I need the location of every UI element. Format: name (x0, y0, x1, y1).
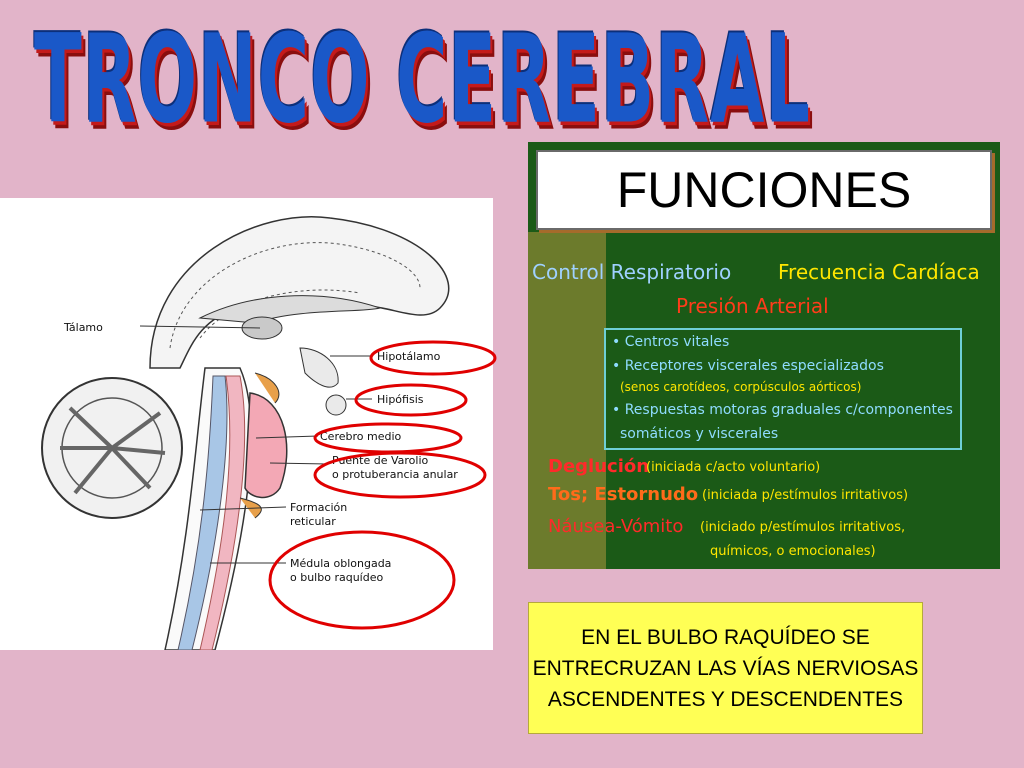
vital-item: • Receptores viscerales especializados (612, 358, 884, 374)
pituitary-shape (325, 394, 347, 416)
label-reticular: reticular (290, 515, 336, 528)
funciones-panel: FUNCIONES Control Respiratorio Frecuenci… (528, 142, 1000, 569)
deglucion-label: Deglución (548, 456, 650, 477)
bulbo-note-box: EN EL BULBO RAQUÍDEO SE ENTRECRUZAN LAS … (528, 602, 923, 734)
vital-item: somáticos y viscerales (620, 426, 779, 442)
label-bulbo: o bulbo raquídeo (290, 571, 383, 584)
label-talamo: Tálamo (63, 321, 103, 334)
slide-title: TRONCO CEREBRAL (34, 7, 811, 151)
label-puente: Puente de Varolio (332, 454, 429, 467)
cortex-shape (149, 216, 450, 369)
pons-shape (244, 392, 288, 499)
nausea-label: Náusea-Vómito (548, 516, 684, 537)
label-hipotalamo: Hipotálamo (377, 350, 441, 363)
vital-centers-box: • Centros vitales • Receptores viscerale… (604, 328, 962, 450)
control-respiratorio: Control Respiratorio (532, 260, 732, 284)
tos-note: (iniciada p/estímulos irritativos) (702, 488, 909, 503)
label-cerebro-medio: Cerebro medio (320, 430, 402, 443)
vital-item: • Centros vitales (612, 334, 730, 350)
label-protuberancia: o protuberancia anular (332, 468, 458, 481)
label-medula: Médula oblongada (290, 557, 391, 570)
presion-arterial: Presión Arterial (676, 294, 829, 318)
nausea-note: (iniciado p/estímulos irritativos, (700, 520, 906, 535)
tos-label: Tos; Estornudo (548, 484, 699, 505)
bulbo-note-text: EN EL BULBO RAQUÍDEO SE ENTRECRUZAN LAS … (532, 625, 919, 711)
label-formacion: Formación (290, 501, 347, 514)
brainstem-diagram: Tálamo Hipotálamo Hipófisis Cerebro medi… (0, 198, 493, 650)
funciones-header: FUNCIONES (536, 150, 992, 230)
deglucion-note: (iniciada c/acto voluntario) (646, 460, 821, 475)
label-hipofisis: Hipófisis (377, 393, 424, 406)
vital-item-note: (senos carotídeos, corpúsculos aórticos) (620, 380, 862, 394)
nausea-note-2: químicos, o emocionales) (710, 544, 876, 559)
frecuencia-cardiaca: Frecuencia Cardíaca (778, 260, 980, 284)
vital-item: • Respuestas motoras graduales c/compone… (612, 402, 953, 418)
panel-stripe (528, 232, 606, 569)
brainstem-illustration: Tálamo Hipotálamo Hipófisis Cerebro medi… (41, 216, 458, 650)
funciones-heading: FUNCIONES (616, 162, 912, 218)
